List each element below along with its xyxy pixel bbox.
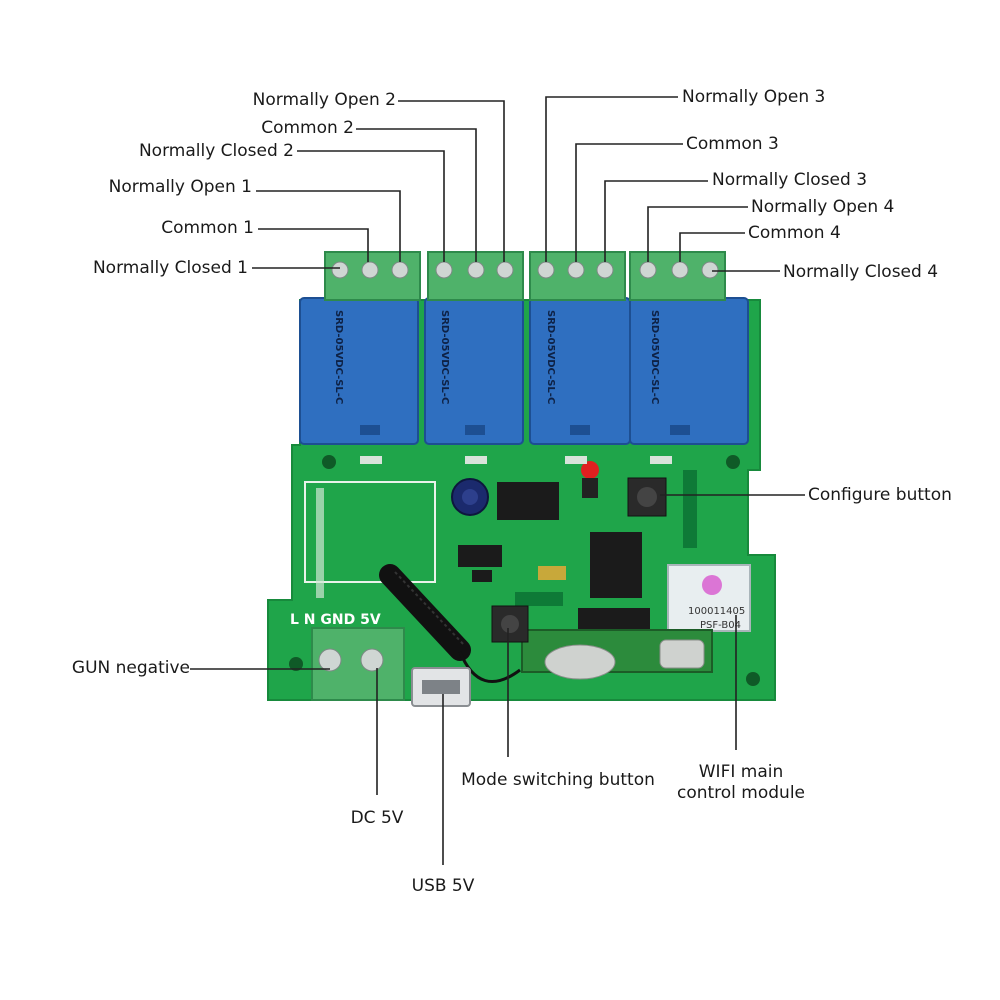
label-normally-closed-4: Normally Closed 4 bbox=[783, 262, 939, 282]
relay-1: SRD-05VDC-SL-C bbox=[299, 297, 419, 445]
label-common-2: Common 2 bbox=[261, 118, 354, 138]
terminal-block-4 bbox=[629, 251, 726, 301]
terminal-block-3 bbox=[529, 251, 626, 301]
components: 100011405 PSF-B04 bbox=[360, 456, 751, 684]
label-wifi-module-line2: control module bbox=[676, 783, 806, 803]
label-normally-open-3: Normally Open 3 bbox=[682, 87, 826, 107]
silkscreen-power: L N GND 5V bbox=[290, 612, 381, 628]
svg-text:SRD-05VDC-SL-C: SRD-05VDC-SL-C bbox=[439, 310, 450, 404]
label-normally-closed-2: Normally Closed 2 bbox=[138, 141, 294, 161]
label-common-1: Common 1 bbox=[161, 218, 254, 238]
svg-text:SRD-05VDC-SL-C: SRD-05VDC-SL-C bbox=[545, 310, 556, 404]
label-normally-closed-1: Normally Closed 1 bbox=[92, 258, 248, 278]
svg-text:SRD-05VDC-SL-C: SRD-05VDC-SL-C bbox=[649, 310, 660, 404]
relay-2: SRD-05VDC-SL-C bbox=[424, 297, 524, 445]
terminal-block-1 bbox=[324, 251, 421, 301]
label-wifi-module-line1: WIFI main bbox=[698, 762, 784, 782]
label-common-3: Common 3 bbox=[686, 134, 779, 154]
label-configure-button: Configure button bbox=[808, 485, 952, 505]
label-normally-closed-3: Normally Closed 3 bbox=[712, 170, 868, 190]
usb-port bbox=[411, 667, 471, 707]
label-mode-switching-button: Mode switching button bbox=[461, 770, 655, 790]
label-usb-5v: USB 5V bbox=[411, 876, 475, 896]
antenna-coil bbox=[379, 564, 521, 684]
leader-lines bbox=[190, 96, 805, 865]
label-normally-open-2: Normally Open 2 bbox=[252, 90, 396, 110]
label-dc-5v: DC 5V bbox=[350, 808, 404, 828]
label-common-4: Common 4 bbox=[748, 223, 841, 243]
svg-text:PSF-B04: PSF-B04 bbox=[700, 620, 741, 631]
label-gun-negative: GUN negative bbox=[71, 658, 190, 678]
label-normally-open-1: Normally Open 1 bbox=[108, 177, 252, 197]
power-terminal-block bbox=[311, 627, 405, 701]
svg-text:SRD-05VDC-SL-C: SRD-05VDC-SL-C bbox=[333, 310, 344, 404]
svg-text:100011405: 100011405 bbox=[688, 606, 745, 617]
relay-4: SRD-05VDC-SL-C bbox=[629, 297, 749, 445]
label-normally-open-4: Normally Open 4 bbox=[751, 197, 895, 217]
relay-3: SRD-05VDC-SL-C bbox=[529, 297, 631, 445]
